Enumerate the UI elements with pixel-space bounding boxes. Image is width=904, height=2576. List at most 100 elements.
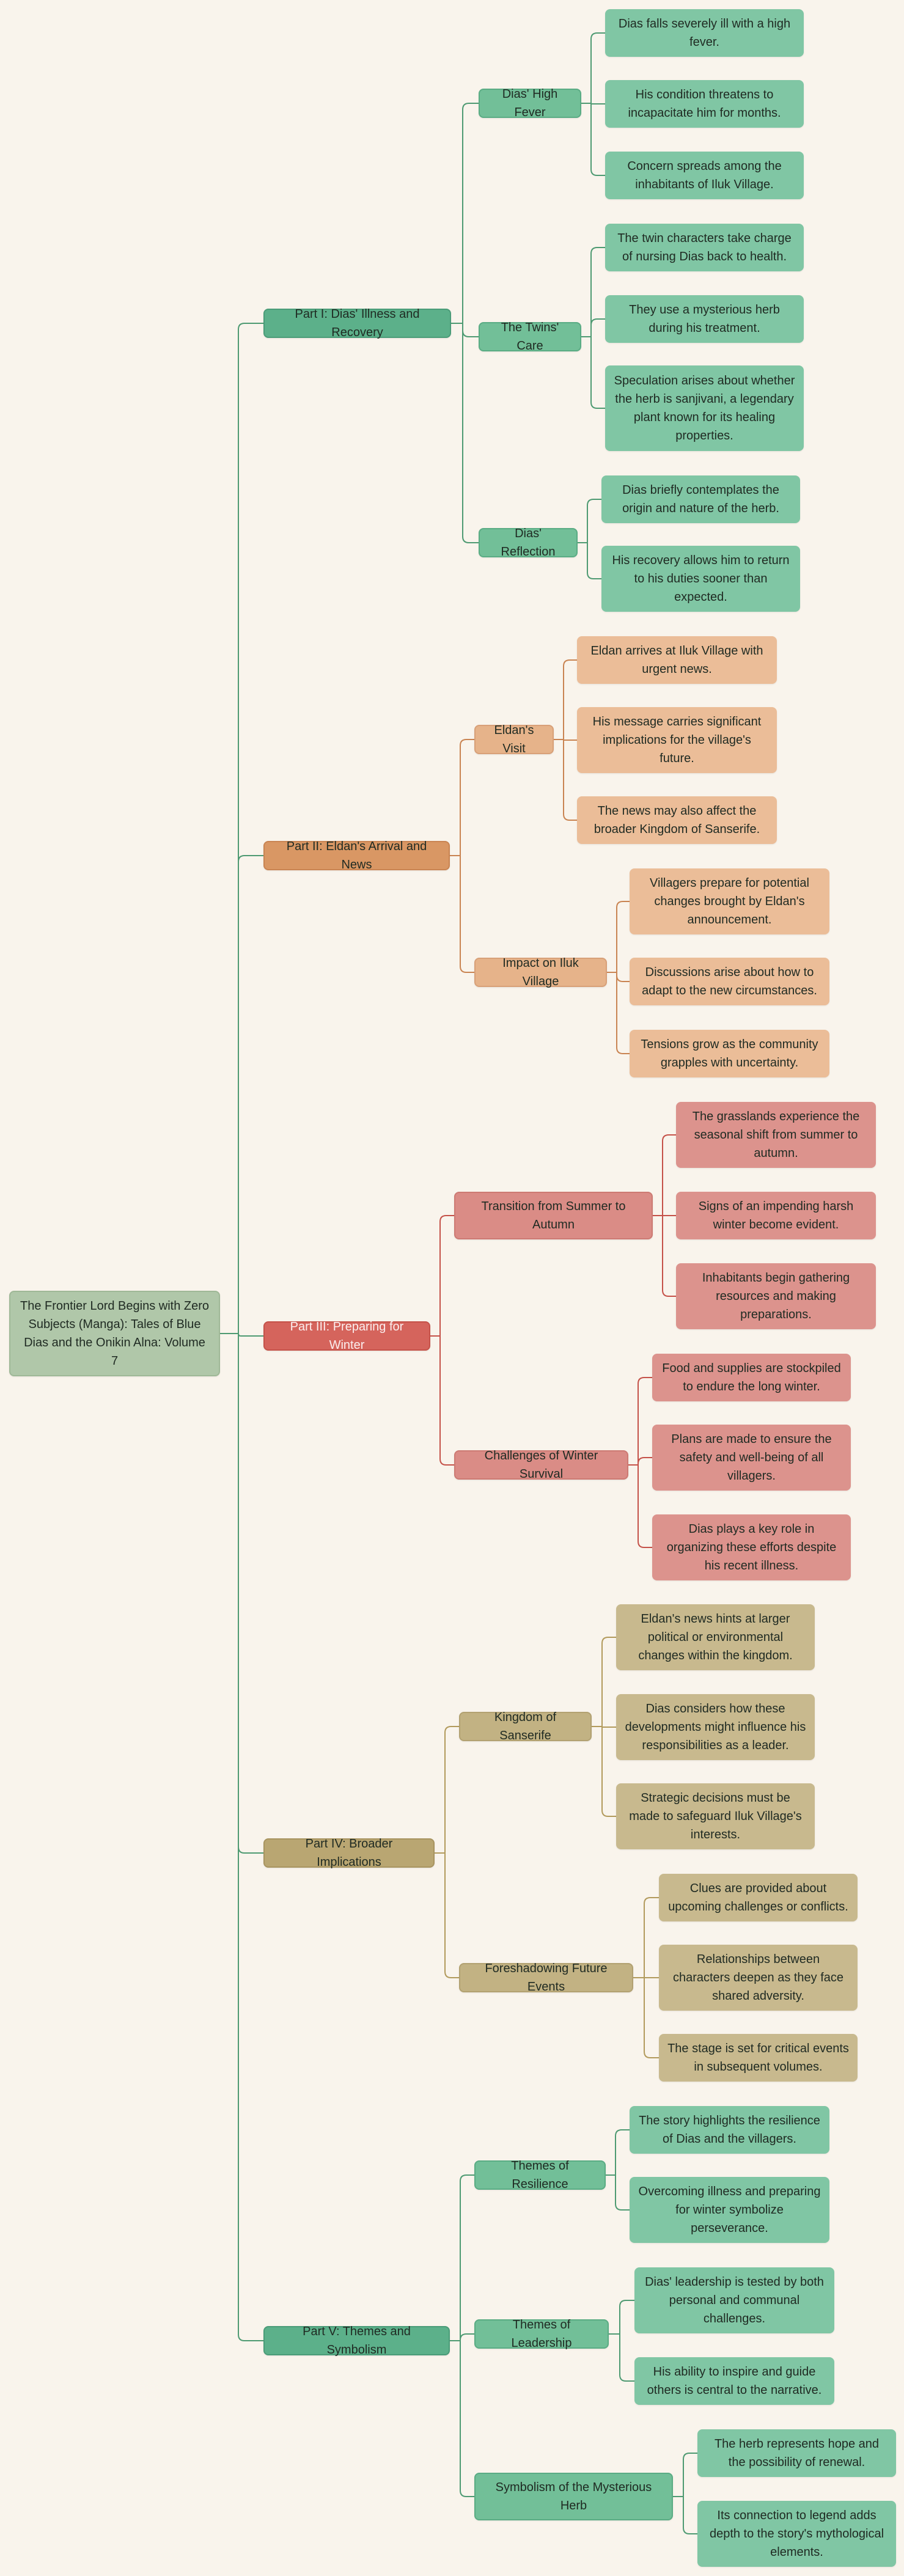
detail-node-2-1-2: His message carries significant implicat… bbox=[577, 707, 777, 773]
part-1-connector-branch-1 bbox=[462, 323, 479, 337]
detail-node-1-2-1: The twin characters take charge of nursi… bbox=[605, 224, 804, 271]
topic-5-3-connector-branch-0 bbox=[683, 2453, 697, 2497]
part-node-2: Part II: Eldan's Arrival and News bbox=[263, 840, 450, 872]
part-2-connector-branch-1 bbox=[460, 856, 474, 973]
part-5-connector-branch-1 bbox=[460, 2333, 474, 2341]
detail-node-3-2-2: Plans are made to ensure the safety and … bbox=[652, 1425, 851, 1491]
topic-1-1-connector-branch-1 bbox=[590, 103, 605, 105]
root-connector-branch-0 bbox=[238, 323, 263, 1334]
topic-node-3-1: Transition from Summer to Autumn bbox=[454, 1192, 653, 1239]
detail-node-3-1-3: Inhabitants begin gathering resources an… bbox=[676, 1263, 876, 1329]
part-node-1: Part I: Dias' Illness and Recovery bbox=[263, 307, 451, 339]
detail-node-1-3-1: Dias briefly contemplates the origin and… bbox=[601, 475, 800, 523]
topic-4-1-connector-branch-0 bbox=[601, 1637, 616, 1727]
topic-4-2-connector bbox=[633, 1897, 659, 2058]
root-connector-branch-2 bbox=[238, 1333, 263, 1337]
detail-node-5-1-2: Overcoming illness and preparing for win… bbox=[630, 2177, 829, 2243]
detail-node-4-2-3: The stage is set for critical events in … bbox=[659, 2034, 858, 2082]
detail-node-2-2-1: Villagers prepare for potential changes … bbox=[630, 868, 829, 934]
part-1-connector-branch-0 bbox=[462, 103, 479, 323]
topic-4-1-connector-branch-2 bbox=[601, 1727, 616, 1817]
topic-node-2-2: Impact on Iluk Village bbox=[474, 956, 607, 988]
part-2-connector-branch-0 bbox=[460, 739, 474, 856]
topic-2-1-connector-branch-2 bbox=[563, 739, 577, 821]
topic-3-1-connector-branch-0 bbox=[662, 1134, 676, 1216]
topic-5-1-connector bbox=[606, 2129, 630, 2211]
detail-node-4-2-1: Clues are provided about upcoming challe… bbox=[659, 1874, 858, 1921]
detail-node-4-1-2: Dias considers how these developments mi… bbox=[616, 1694, 815, 1760]
root-connector-branch-4 bbox=[238, 1334, 263, 2341]
topic-5-1-connector-branch-0 bbox=[615, 2129, 630, 2175]
part-node-3: Part III: Preparing for Winter bbox=[263, 1320, 430, 1352]
topic-1-3-connector-branch-0 bbox=[587, 499, 601, 543]
detail-node-2-2-2: Discussions arise about how to adapt to … bbox=[630, 958, 829, 1005]
topic-1-2-connector bbox=[581, 247, 605, 409]
detail-node-4-1-3: Strategic decisions must be made to safe… bbox=[616, 1783, 815, 1849]
topic-1-3-connector-branch-1 bbox=[587, 543, 601, 579]
topic-3-2-connector-branch-0 bbox=[638, 1377, 652, 1465]
part-3-connector-branch-1 bbox=[439, 1336, 454, 1466]
detail-node-2-2-3: Tensions grow as the community grapples … bbox=[630, 1030, 829, 1077]
topic-node-4-1: Kingdom of Sanserife bbox=[459, 1711, 592, 1742]
part-3-connector-branch-0 bbox=[439, 1215, 454, 1336]
detail-node-3-1-1: The grasslands experience the seasonal s… bbox=[676, 1102, 876, 1168]
topic-2-2-connector-branch-2 bbox=[616, 972, 630, 1054]
detail-node-5-3-1: The herb represents hope and the possibi… bbox=[697, 2429, 896, 2477]
root-connector bbox=[220, 323, 263, 2341]
part-4-connector-branch-0 bbox=[444, 1726, 459, 1853]
part-5-connector-branch-2 bbox=[460, 2341, 474, 2497]
part-3-connector bbox=[430, 1215, 454, 1466]
root-connector-branch-1 bbox=[238, 855, 263, 1334]
topic-2-2-connector-branch-1 bbox=[616, 972, 630, 982]
topic-2-1-connector bbox=[554, 659, 577, 821]
part-4-connector bbox=[435, 1726, 459, 1978]
topic-3-2-connector bbox=[628, 1377, 652, 1548]
topic-1-3-connector bbox=[578, 499, 601, 579]
topic-4-2-connector-branch-0 bbox=[644, 1897, 659, 1978]
detail-node-1-1-1: Dias falls severely ill with a high feve… bbox=[605, 9, 804, 57]
detail-node-2-1-1: Eldan arrives at Iluk Village with urgen… bbox=[577, 636, 777, 684]
topic-5-2-connector-branch-0 bbox=[619, 2300, 634, 2334]
detail-node-5-3-2: Its connection to legend adds depth to t… bbox=[697, 2501, 896, 2567]
topic-5-1-connector-branch-1 bbox=[615, 2175, 630, 2211]
topic-node-2-1: Eldan's Visit bbox=[474, 724, 554, 755]
topic-1-1-connector-branch-2 bbox=[590, 103, 605, 176]
topic-1-1-connector bbox=[581, 32, 605, 176]
part-node-4: Part IV: Broader Implications bbox=[263, 1837, 435, 1869]
topic-1-1-connector-branch-0 bbox=[590, 32, 605, 103]
topic-node-5-2: Themes of Leadership bbox=[474, 2318, 609, 2350]
detail-node-3-2-1: Food and supplies are stockpiled to endu… bbox=[652, 1354, 851, 1401]
part-4-connector-branch-1 bbox=[444, 1853, 459, 1978]
topic-1-2-connector-branch-0 bbox=[590, 247, 605, 337]
topic-node-4-2: Foreshadowing Future Events bbox=[459, 1962, 633, 1994]
topic-node-3-2: Challenges of Winter Survival bbox=[454, 1449, 628, 1481]
topic-5-2-connector bbox=[609, 2300, 634, 2382]
detail-node-5-2-2: His ability to inspire and guide others … bbox=[634, 2357, 834, 2405]
topic-5-3-connector-branch-1 bbox=[683, 2497, 697, 2534]
topic-node-1-2: The Twins' Care bbox=[479, 321, 581, 353]
detail-node-1-1-3: Concern spreads among the inhabitants of… bbox=[605, 152, 804, 199]
detail-node-4-2-2: Relationships between characters deepen … bbox=[659, 1945, 858, 2011]
detail-node-1-1-2: His condition threatens to incapacitate … bbox=[605, 80, 804, 128]
part-5-connector-branch-0 bbox=[460, 2174, 474, 2341]
topic-4-2-connector-branch-2 bbox=[644, 1978, 659, 2058]
part-5-connector bbox=[450, 2174, 474, 2497]
topic-3-1-connector-branch-2 bbox=[662, 1216, 676, 1297]
topic-node-5-3: Symbolism of the Mysterious Herb bbox=[474, 2473, 673, 2520]
part-1-connector bbox=[451, 103, 479, 543]
part-1-connector-branch-2 bbox=[462, 323, 479, 543]
root-node: The Frontier Lord Begins with Zero Subje… bbox=[9, 1291, 220, 1376]
topic-1-2-connector-branch-2 bbox=[590, 337, 605, 409]
detail-node-3-2-3: Dias plays a key role in organizing thes… bbox=[652, 1514, 851, 1580]
detail-node-4-1-1: Eldan's news hints at larger political o… bbox=[616, 1604, 815, 1670]
topic-2-2-connector bbox=[607, 901, 630, 1054]
detail-node-1-2-3: Speculation arises about whether the her… bbox=[605, 365, 804, 451]
topic-5-3-connector bbox=[673, 2453, 697, 2534]
topic-3-2-connector-branch-2 bbox=[638, 1465, 652, 1548]
topic-node-5-1: Themes of Resilience bbox=[474, 2159, 606, 2191]
topic-3-2-connector-branch-1 bbox=[638, 1457, 652, 1465]
part-node-5: Part V: Themes and Symbolism bbox=[263, 2325, 450, 2357]
topic-2-1-connector-branch-0 bbox=[563, 659, 577, 739]
topic-2-1-connector-branch-1 bbox=[563, 739, 577, 741]
